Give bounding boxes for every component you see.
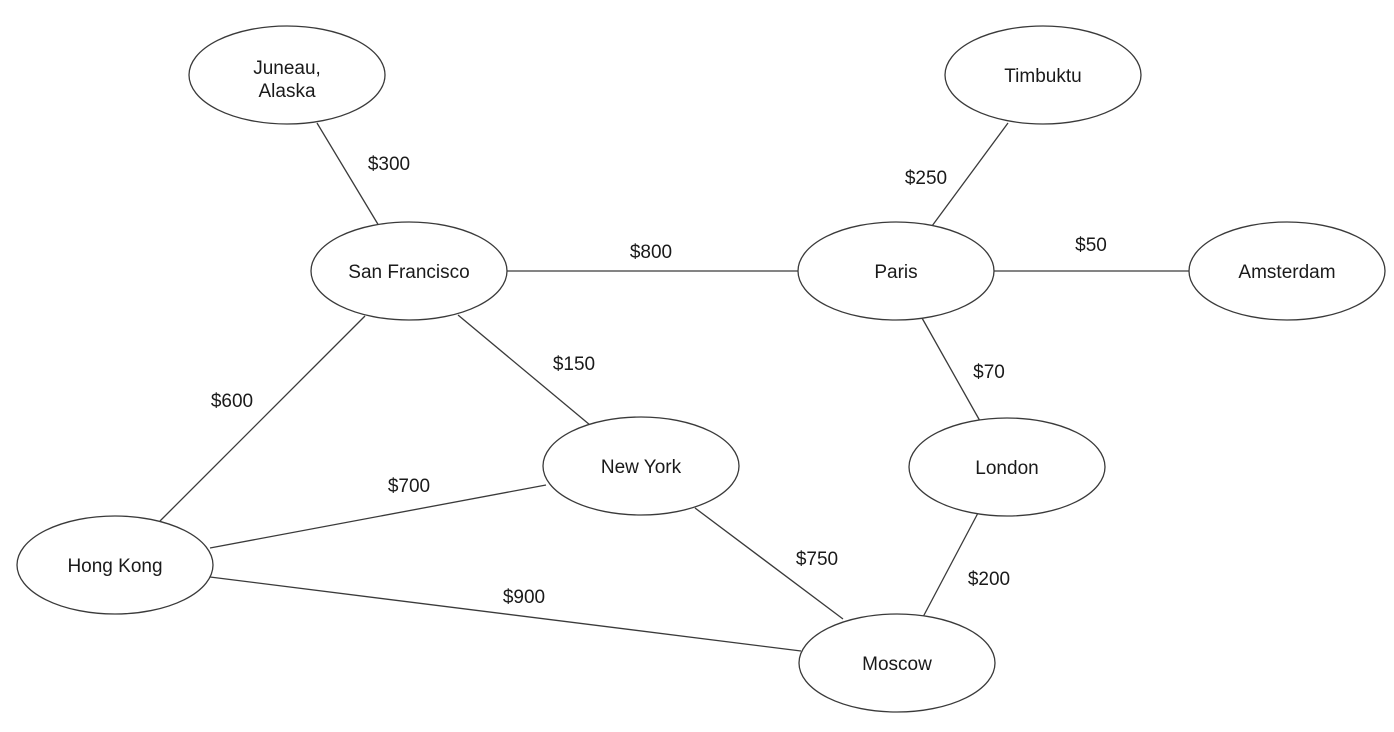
node-new-york-shape: [542, 416, 740, 516]
node-moscow-shape: [798, 613, 996, 713]
node-london: London: [908, 417, 1106, 517]
edge-label-hongkong-moscow: $900: [503, 587, 545, 608]
edge-london-moscow: [922, 512, 979, 618]
node-san-francisco-label: San Francisco: [348, 262, 469, 283]
edge-paris-timbuktu: [931, 122, 1009, 227]
node-amsterdam-shape: [1188, 221, 1386, 321]
node-new-york-label: New York: [601, 457, 682, 478]
node-hong-kong-shape: [16, 515, 214, 615]
node-moscow-label: Moscow: [862, 654, 932, 675]
edge-label-london-moscow: $200: [968, 569, 1010, 590]
node-paris: Paris: [797, 221, 995, 321]
edge-label-paris-timbuktu: $250: [905, 168, 947, 189]
edges: [159, 122, 1190, 652]
node-moscow: Moscow: [798, 613, 996, 713]
node-juneau-label-line2: Alaska: [258, 81, 315, 102]
node-london-shape: [908, 417, 1106, 517]
edge-sanfrancisco-hongkong: [159, 315, 366, 522]
edge-label-newyork-moscow: $750: [796, 549, 838, 570]
node-timbuktu: Timbuktu: [944, 25, 1142, 125]
node-amsterdam: Amsterdam: [1188, 221, 1386, 321]
edge-label-sanfrancisco-paris: $800: [630, 242, 672, 263]
node-paris-label: Paris: [874, 262, 917, 283]
edge-label-juneau-sanfrancisco: $300: [368, 154, 410, 175]
edge-hongkong-newyork: [209, 484, 547, 549]
node-juneau-shape: [188, 25, 386, 125]
edge-juneau-sanfrancisco: [316, 122, 380, 227]
edge-label-paris-amsterdam: $50: [1075, 235, 1107, 256]
edge-label-sanfrancisco-newyork: $150: [553, 354, 595, 375]
node-juneau: Juneau, Alaska: [188, 25, 386, 125]
node-hong-kong-label: Hong Kong: [67, 556, 162, 577]
node-timbuktu-shape: [944, 25, 1142, 125]
node-san-francisco-shape: [310, 221, 508, 321]
edge-sanfrancisco-newyork: [457, 314, 591, 426]
edge-label-paris-london: $70: [973, 362, 1005, 383]
node-juneau-label-line1: Juneau,: [253, 58, 321, 79]
node-hong-kong: Hong Kong: [16, 515, 214, 615]
edge-label-sanfrancisco-hongkong: $600: [211, 391, 253, 412]
node-amsterdam-label: Amsterdam: [1238, 262, 1335, 283]
edge-paris-london: [921, 317, 981, 422]
edge-newyork-moscow: [694, 507, 844, 620]
node-timbuktu-label: Timbuktu: [1004, 66, 1081, 87]
node-san-francisco: San Francisco: [310, 221, 508, 321]
node-paris-shape: [797, 221, 995, 321]
edge-hongkong-moscow: [209, 576, 802, 652]
edge-label-hongkong-newyork: $700: [388, 476, 430, 497]
node-new-york: New York: [542, 416, 740, 516]
node-london-label: London: [975, 458, 1038, 479]
edge-labels: $300 $800 $150 $600 $700 $900 $750 $250 …: [211, 154, 1107, 608]
